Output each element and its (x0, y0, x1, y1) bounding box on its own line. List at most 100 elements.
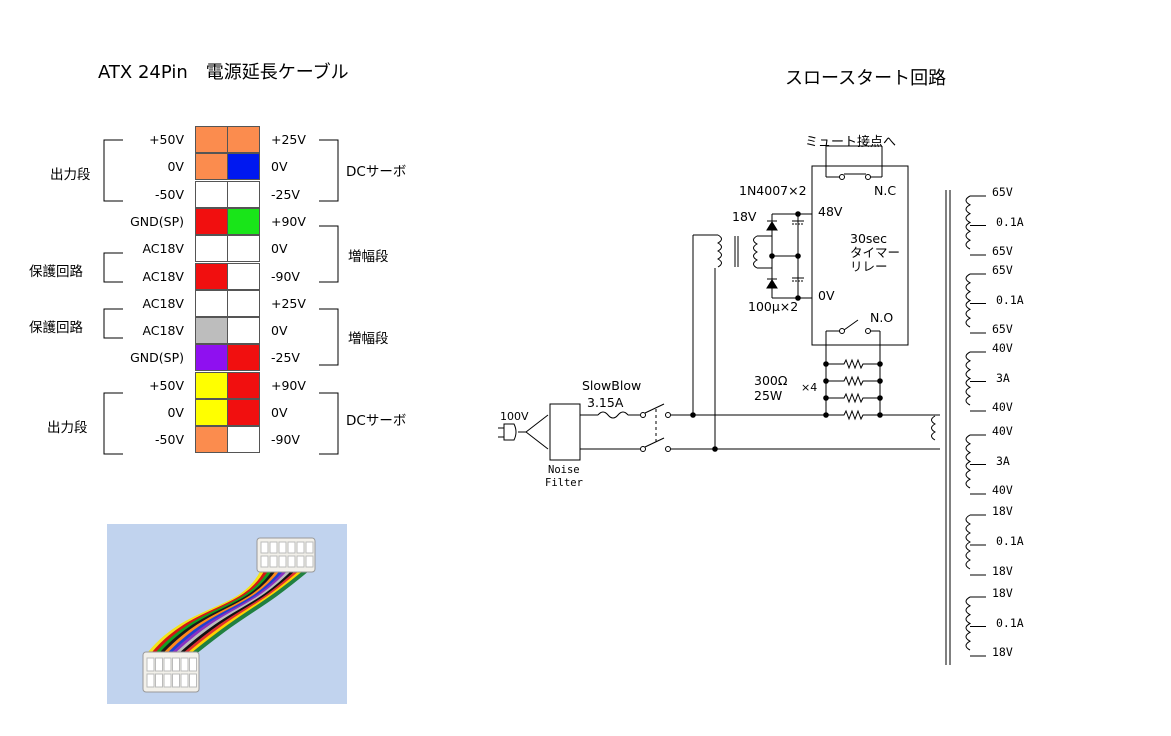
pin-cell-left (195, 426, 228, 453)
pin-label-left: +50V (149, 132, 184, 147)
pin-label-right: -90V (271, 269, 300, 284)
pin-cell-right (227, 263, 260, 290)
resistor-4-icon (826, 409, 880, 421)
pin-label-left: AC18V (142, 296, 184, 311)
secondary-coil-icon (965, 195, 972, 250)
junction-dot (823, 378, 829, 384)
tap-voltage-label: 65V (992, 244, 1013, 258)
pin-label-left: -50V (155, 432, 184, 447)
pin-cell-left (195, 126, 228, 153)
right-title: スロースタート回路 (785, 68, 947, 89)
cable-wire (191, 568, 309, 656)
tap-voltage-label: 65V (992, 322, 1013, 336)
pin-label-right: +90V (271, 214, 306, 229)
secondary-coil-icon (965, 596, 972, 651)
resistor-2-icon (826, 375, 880, 387)
pin-label-left: GND(SP) (130, 350, 184, 365)
tap-current-label: 0.1A (996, 534, 1024, 548)
secondary-coil-icon (965, 514, 972, 570)
pin-cell-left (195, 372, 228, 399)
small-transformer-icon (716, 234, 759, 269)
pin-cell-left (195, 235, 228, 262)
secondary-coil-icon (965, 273, 972, 328)
pin-cell-right (227, 208, 260, 235)
v0-label: 0V (818, 288, 835, 303)
tap-voltage-label: 40V (992, 424, 1013, 438)
tap-voltage-label: 18V (992, 564, 1013, 578)
pin-cell-right (227, 290, 260, 317)
capacitor-upper-icon (792, 220, 804, 225)
group-amp-stage-1: 増幅段 (348, 249, 389, 265)
pin-label-right: -25V (271, 187, 300, 202)
pin-cell-right (227, 181, 260, 208)
capacitor-lower-icon (792, 277, 804, 282)
pin-label-right: +90V (271, 378, 306, 393)
junction-dot (769, 253, 775, 259)
tap-voltage-label: 65V (992, 185, 1013, 199)
pin-cell-left (195, 290, 228, 317)
group-protection-2: 保護回路 (29, 320, 83, 336)
group-output-stage-2: 出力段 (47, 420, 88, 436)
pin-label-left: 0V (167, 159, 184, 174)
no-label: N.O (870, 310, 894, 325)
tap-voltage-label: 18V (992, 645, 1013, 659)
junction-dot (823, 361, 829, 367)
group-dc-servo-2: DCサーボ (346, 413, 407, 429)
tap-current-label: 3A (996, 453, 1010, 468)
primary-coil-icon (931, 415, 937, 441)
cap-label: 100μ×2 (748, 299, 799, 314)
cable-photo (107, 524, 347, 704)
tap-current-label: 0.1A (996, 615, 1024, 630)
tap-voltage-label: 40V (992, 341, 1013, 355)
tap-current-label: 0.1A (996, 214, 1024, 229)
junction-dot (795, 211, 801, 217)
nc-label: N.C (874, 183, 897, 198)
filter-label-2: Filter (545, 477, 583, 489)
mute-contact-nc-b (865, 174, 871, 180)
junction-dot (877, 378, 883, 384)
pin-label-right: 0V (271, 241, 288, 256)
power-switch-icon (644, 403, 671, 452)
pin-label-right: 0V (271, 323, 288, 338)
junction-dot (690, 412, 696, 418)
junction-dot (795, 253, 801, 259)
tap-voltage-label: 40V (992, 483, 1013, 497)
diode-label: 1N4007×2 (739, 183, 807, 198)
pin-label-left: 0V (167, 405, 184, 420)
diode-upper-icon (766, 221, 778, 231)
resistor-count: ×4 (801, 381, 818, 394)
junction-dot (823, 412, 829, 418)
connector-top (256, 537, 316, 573)
junction-dot (877, 395, 883, 401)
cable-illustration (142, 537, 316, 693)
tap-voltage-label: 40V (992, 400, 1013, 414)
tap-voltage-label: 18V (992, 586, 1013, 600)
junction-dot (877, 412, 883, 418)
pin-label-left: AC18V (142, 323, 184, 338)
fuse-label-2: 3.15A (587, 395, 624, 410)
junction-dot (795, 295, 801, 301)
mute-label: ミュート接点へ (805, 135, 897, 150)
pin-label-right: -25V (271, 350, 300, 365)
ac-plug-icon (498, 414, 549, 450)
v48-label: 48V (818, 204, 843, 219)
resistor-value: 300Ω (754, 373, 788, 388)
pin-cell-right (227, 235, 260, 262)
pin-cell-right (227, 426, 260, 453)
pin-label-left: +50V (149, 378, 184, 393)
tap-current-label: 0.1A (996, 292, 1024, 307)
pin-label-right: 0V (271, 159, 288, 174)
pin-cell-right (227, 372, 260, 399)
group-protection-1: 保護回路 (29, 264, 83, 280)
v18-label: 18V (732, 209, 757, 224)
pin-cell-right (227, 399, 260, 426)
pin-label-left: AC18V (142, 269, 184, 284)
filter-label-1: Noise (548, 464, 580, 476)
cable-wires (147, 568, 309, 656)
pin-cell-right (227, 317, 260, 344)
left-title: ATX 24Pin 電源延長ケーブル (98, 62, 349, 83)
mute-contact-nc-a (839, 174, 845, 180)
timer-relay-box (811, 165, 909, 346)
pin-label-right: +25V (271, 296, 306, 311)
